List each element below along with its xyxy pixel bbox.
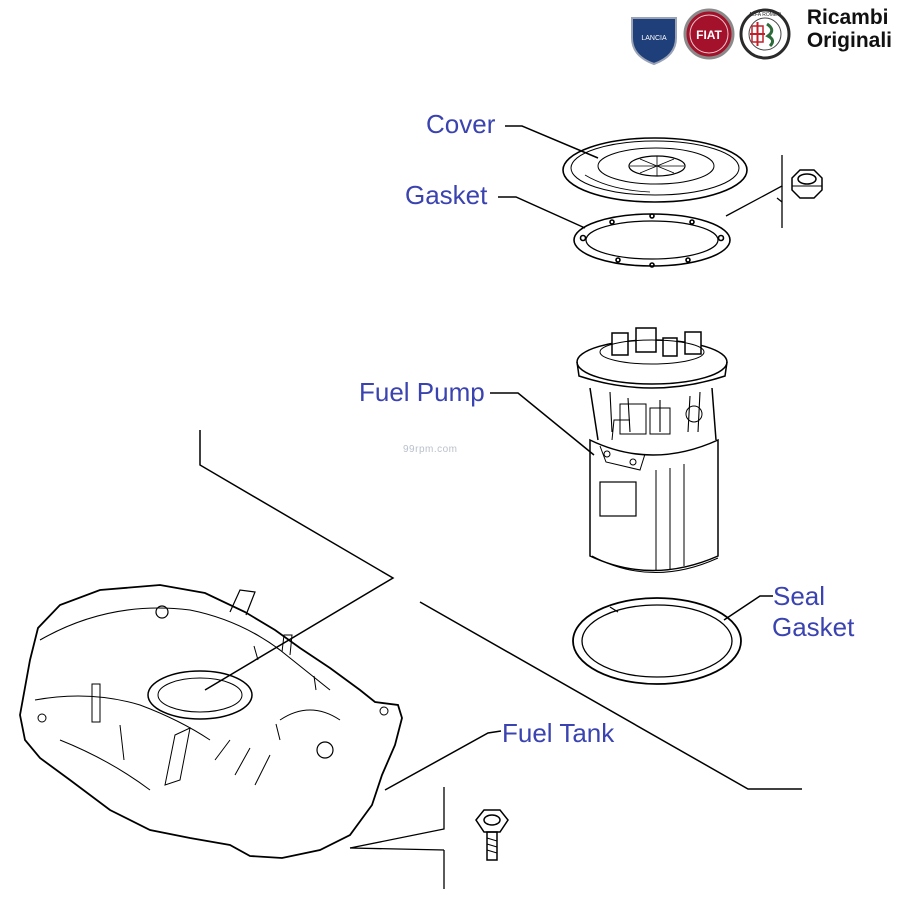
brand-line-1: Ricambi <box>806 6 889 29</box>
fuel-pump-part <box>576 327 728 573</box>
alfa-romeo-logo: ALFA ROMEO <box>739 8 791 60</box>
fuel-pump-leader <box>490 392 595 456</box>
lancia-logo: LANCIA <box>631 17 677 66</box>
fiat-logo-text: FIAT <box>696 28 722 42</box>
seal-to-tank-leader <box>419 601 802 790</box>
label-fuel-pump: Fuel Pump <box>359 377 485 407</box>
tank-opening-leader <box>199 430 395 691</box>
label-cover: Cover <box>426 109 496 139</box>
leader-lines <box>199 125 802 791</box>
brand-text: Ricambi Originali <box>807 6 892 52</box>
fuel-tank-part <box>19 584 403 859</box>
seal-gasket-part <box>572 597 742 685</box>
bolt-callout-bracket <box>349 787 445 889</box>
lancia-logo-text: LANCIA <box>641 35 667 42</box>
nut-callout-bracket <box>725 155 783 228</box>
gasket-leader <box>498 196 586 229</box>
label-seal-gasket-line1: Seal <box>773 581 826 611</box>
label-fuel-tank: Fuel Tank <box>502 718 615 748</box>
gasket-part <box>573 213 731 268</box>
alfa-logo-text: ALFA ROMEO <box>749 12 781 18</box>
brand-line-2: Originali <box>806 29 892 52</box>
bolt-part <box>475 809 509 861</box>
watermark: 99rpm.com <box>403 444 458 455</box>
label-seal-gasket-line2: Gasket <box>772 612 855 642</box>
nut-part <box>791 169 823 199</box>
seal-gasket-leader <box>723 595 773 621</box>
cover-leader <box>505 125 599 159</box>
label-gasket: Gasket <box>405 180 488 210</box>
fuel-tank-leader <box>384 730 502 791</box>
cover-part <box>562 137 748 203</box>
fiat-logo: FIAT <box>683 8 735 60</box>
